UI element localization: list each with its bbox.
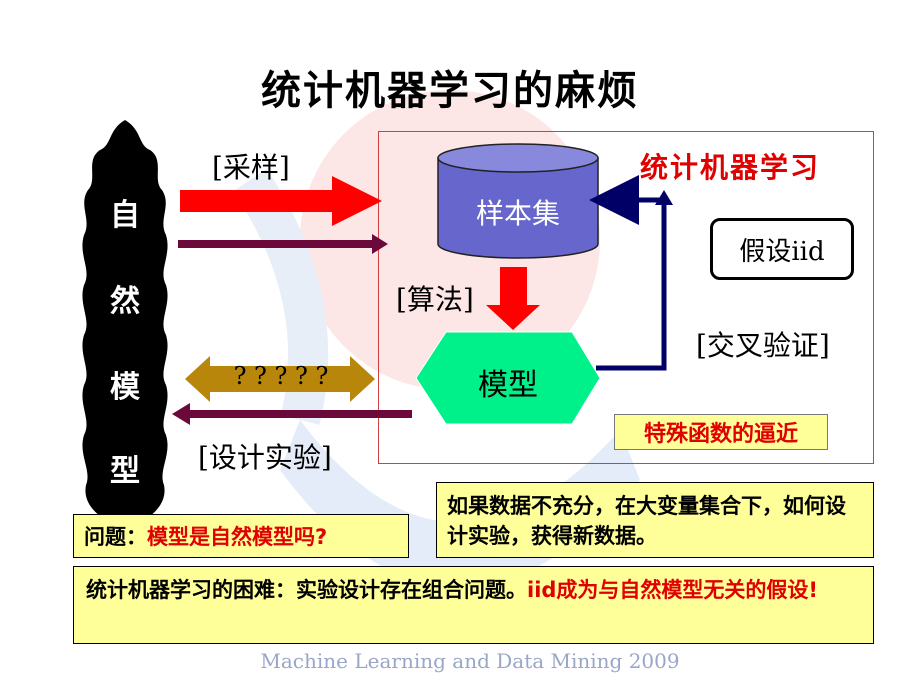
data-arrow (178, 234, 388, 254)
nature-char-4: 型 (110, 454, 140, 489)
sampling-arrow (180, 176, 382, 226)
page-title: 统计机器学习的麻烦 (261, 68, 639, 114)
model-hexagon (415, 331, 601, 425)
nature-char-2: 然 (110, 284, 140, 319)
sample-set-label: 样本集 (475, 197, 560, 230)
unknown-double-arrow (185, 356, 375, 402)
difficulty-note: 统计机器学习的困难：实验设计存在组合问题。iid成为与自然模型无关的假设! (73, 566, 874, 644)
nature-char-3: 模 (110, 370, 140, 405)
assumption-text: 假设iid (739, 236, 825, 267)
assumption-box: 假设iid (710, 218, 854, 280)
approximation-box: 特殊函数的逼近 (614, 414, 828, 450)
approximation-text: 特殊函数的逼近 (643, 422, 798, 447)
algorithm-label: [算法] (396, 283, 474, 316)
design-experiment-label: [设计实验] (198, 441, 332, 474)
question-note: 问题：模型是自然模型吗? (73, 514, 409, 558)
design-note: 如果数据不充分，在大变量集合下，如何设计实验，获得新数据。 (436, 482, 874, 558)
nature-char-1: 自 (110, 198, 140, 233)
design-experiment-arrow (172, 403, 412, 425)
cross-validation-label: [交叉验证] (696, 329, 830, 362)
difficulty-prefix: 统计机器学习的困难：实验设计存在组合问题。 (86, 578, 527, 602)
unknown-label: ? ? ? ? ? (233, 362, 329, 390)
sample-set-cylinder (437, 143, 599, 259)
watermark-text: Machine Learning and Data Mining 2009 (260, 649, 679, 673)
difficulty-red: iid成为与自然模型无关的假设! (527, 578, 819, 602)
question-prefix: 问题： (84, 525, 147, 549)
stat-learning-frame (378, 131, 874, 464)
design-note-text: 如果数据不充分，在大变量集合下，如何设计实验，获得新数据。 (447, 494, 846, 548)
stat-learning-title: 统计机器学习 (640, 151, 821, 184)
algorithm-arrow (486, 267, 540, 330)
nature-model-shape (82, 120, 168, 530)
question-main: 模型是自然模型吗? (147, 525, 328, 549)
sampling-label: [采样] (212, 151, 290, 184)
model-label: 模型 (478, 368, 538, 403)
cross-validation-arrow (589, 175, 667, 371)
